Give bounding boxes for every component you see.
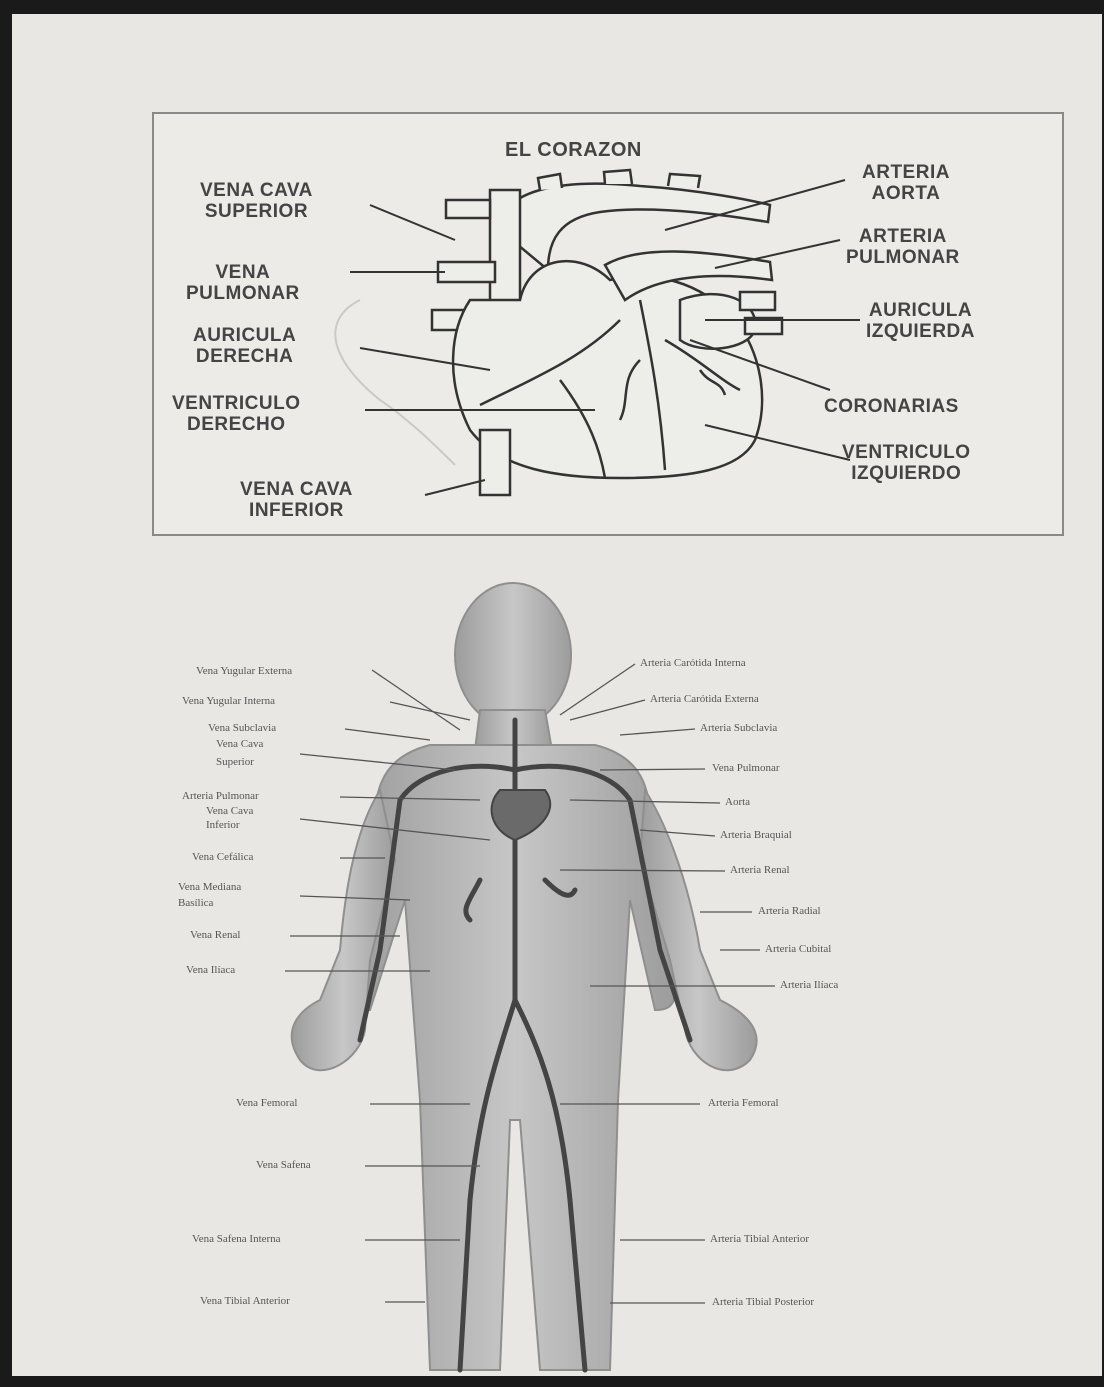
leader-line [340, 797, 480, 800]
leader-line [390, 702, 470, 720]
leader-line [570, 700, 645, 720]
leader-line [570, 800, 720, 803]
leader-line [560, 664, 635, 715]
leader-line [620, 729, 695, 735]
leader-line [300, 896, 410, 900]
leader-line [600, 769, 705, 770]
leader-line [372, 670, 460, 730]
leader-line [640, 830, 715, 836]
leader-line [300, 754, 455, 770]
leader-line [345, 729, 430, 740]
leader-line [300, 819, 490, 840]
leader-line [560, 870, 725, 871]
